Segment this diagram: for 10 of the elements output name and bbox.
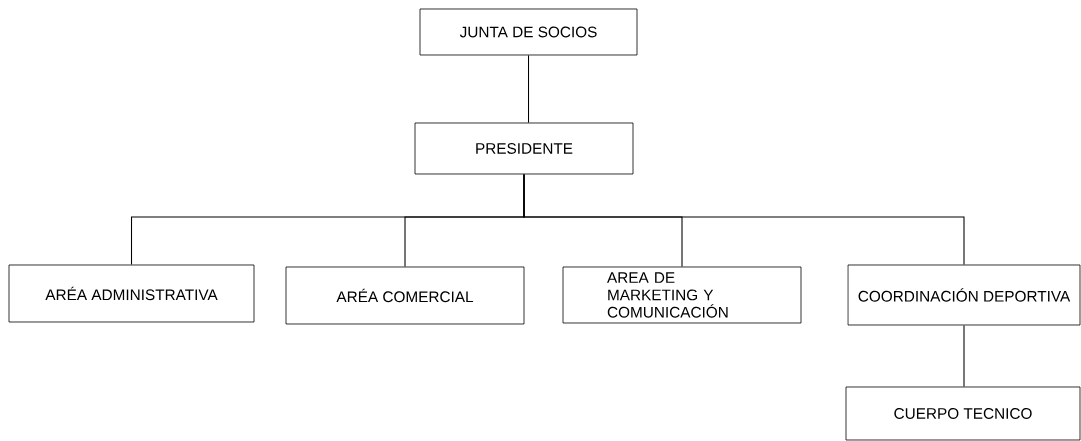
org-box: COORDINACIÓN DEPORTIVA xyxy=(847,264,1081,326)
org-box: JUNTA DE SOCIOS xyxy=(419,8,638,56)
connector-line xyxy=(963,324,965,388)
org-box: CUERPO TECNICO xyxy=(845,386,1081,441)
connector-line xyxy=(523,173,965,266)
org-box: ARÉA ADMINISTRATIVA xyxy=(8,264,255,323)
org-box: ARÉA COMERCIAL xyxy=(285,266,525,325)
org-box: PRESIDENTE xyxy=(414,122,634,175)
connector-line xyxy=(527,54,530,124)
org-box: AREA DE MARKETING Y COMUNICACIÓN xyxy=(562,266,802,324)
